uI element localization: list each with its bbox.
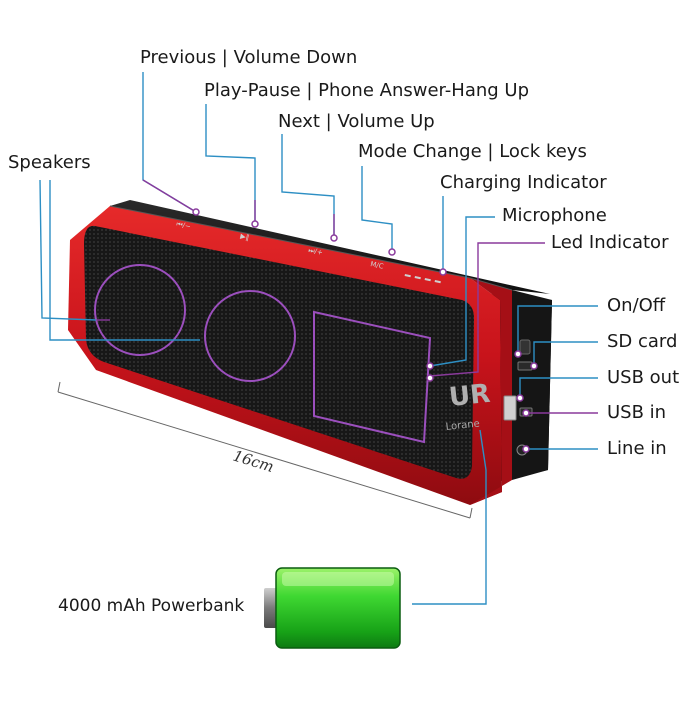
- top-button-markings: ⏮/− ▶‖ ⏭/+ M/C: [176, 220, 441, 284]
- highlight-marks: [94, 264, 432, 444]
- label-speakers: Speakers: [8, 152, 91, 173]
- label-powerbank: 4000 mAh Powerbank: [58, 596, 245, 616]
- label-microphone: Microphone: [502, 205, 607, 226]
- speaker-device: ⏮/− ▶‖ ⏭/+ M/C UR Lorane: [68, 200, 552, 505]
- svg-text:⏭/+: ⏭/+: [308, 246, 324, 257]
- svg-text:UR: UR: [448, 379, 492, 413]
- speaker-left-highlight: [94, 264, 186, 356]
- label-led: Led Indicator: [551, 232, 669, 253]
- label-mode: Mode Change | Lock keys: [358, 141, 587, 162]
- callout-lines: [39, 72, 598, 605]
- speaker-grille: [84, 225, 474, 479]
- svg-text:▶‖: ▶‖: [240, 232, 250, 242]
- logo-text: Lorane: [445, 418, 480, 433]
- lorane-logo-icon: UR Lorane: [445, 379, 491, 433]
- label-play-pause: Play-Pause | Phone Answer-Hang Up: [204, 80, 530, 101]
- label-on-off: On/Off: [607, 295, 666, 316]
- label-usb-in: USB in: [607, 402, 667, 423]
- passive-radiator-highlight: [313, 310, 432, 444]
- battery-icon: [264, 567, 401, 649]
- speaker-corner-trim: [470, 278, 520, 505]
- label-line-in: Line in: [607, 438, 667, 459]
- label-sd-card: SD card: [607, 331, 678, 352]
- svg-text:⏮/−: ⏮/−: [176, 220, 192, 231]
- svg-text:M/C: M/C: [370, 260, 385, 271]
- label-charging: Charging Indicator: [440, 172, 607, 193]
- speaker-port-panel: [512, 290, 552, 480]
- label-previous: Previous | Volume Down: [140, 47, 358, 68]
- speaker-middle-highlight: [204, 290, 296, 382]
- dimension-label: 16cm: [231, 447, 276, 476]
- label-usb-out: USB out: [607, 367, 680, 388]
- side-ports: [503, 339, 533, 456]
- label-next: Next | Volume Up: [278, 111, 435, 132]
- callout-dots: [192, 208, 538, 453]
